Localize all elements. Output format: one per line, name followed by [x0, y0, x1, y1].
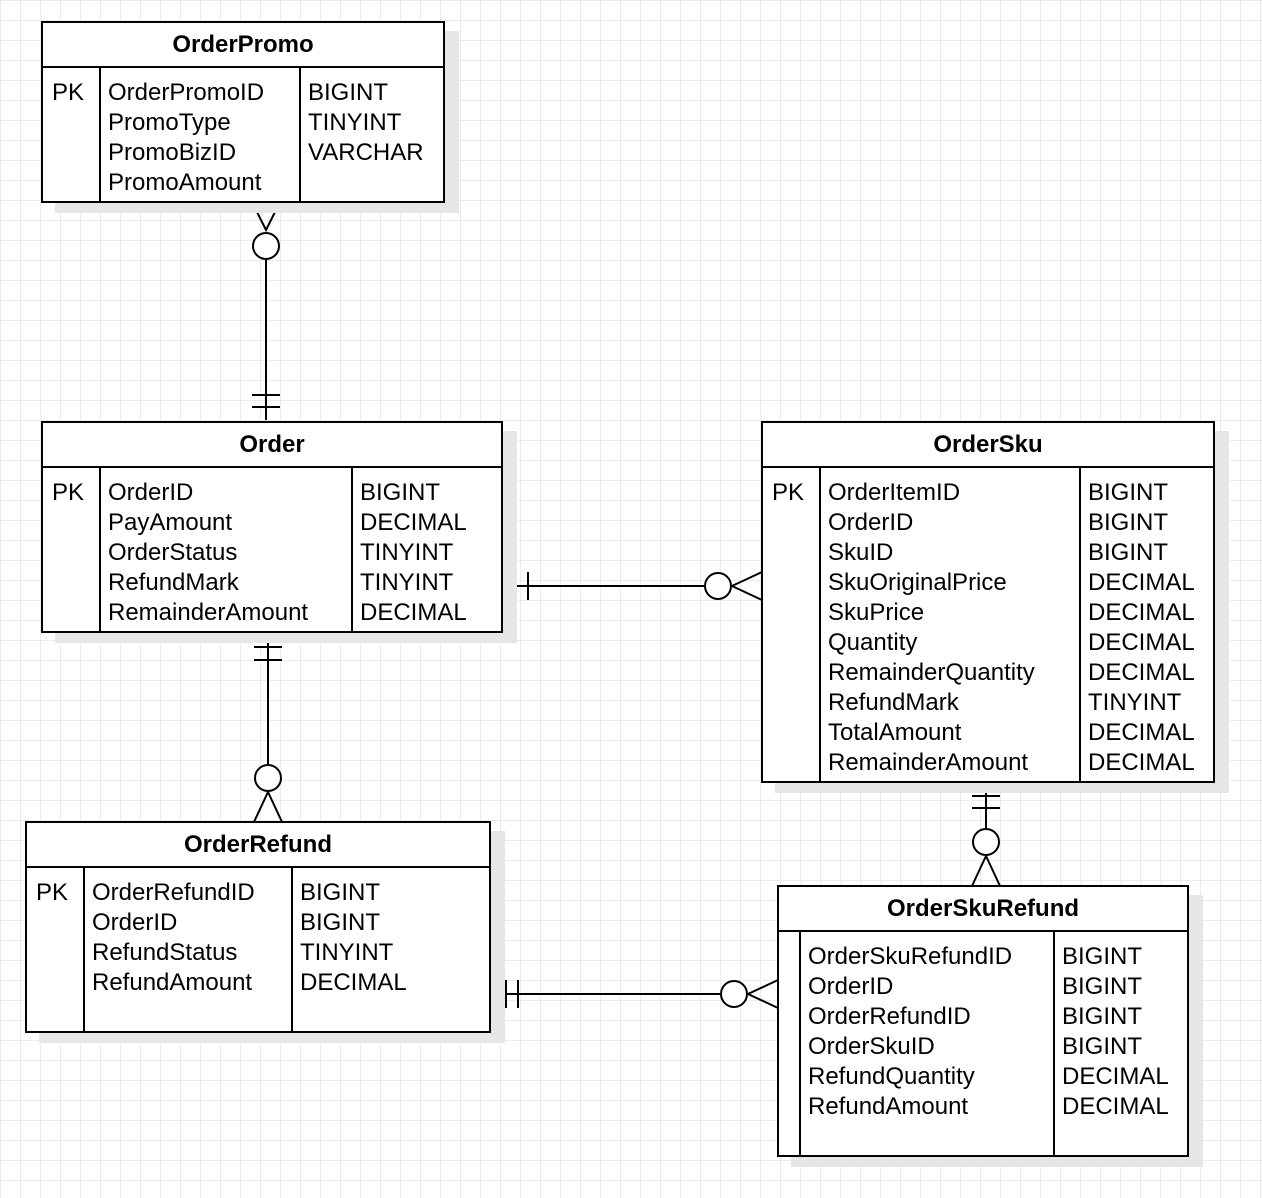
entity-order[interactable]: Order PK OrderID PayAmount OrderStatus R… [41, 421, 503, 633]
rel-orderrefund-orderskurefund [490, 979, 779, 1009]
field-name: RefundAmount [92, 969, 253, 996]
field-name: RemainderQuantity [828, 659, 1035, 686]
rel-order-ordersku [502, 571, 763, 601]
rel-order-orderrefund [253, 632, 283, 823]
field-name-column: OrderSkuRefundID OrderID OrderRefundID O… [799, 932, 1055, 1155]
field-type: BIGINT [360, 479, 441, 506]
field-type: DECIMAL [1088, 629, 1195, 656]
field-type: DECIMAL [360, 599, 467, 626]
field-type: TINYINT [300, 939, 394, 966]
entity-order-sku[interactable]: OrderSku PK OrderItemID OrderID SkuID Sk… [761, 421, 1215, 783]
field-name: RemainderAmount [108, 599, 309, 626]
field-name: OrderStatus [108, 539, 238, 566]
field-type: DECIMAL [1088, 749, 1195, 776]
field-name: Quantity [828, 629, 918, 656]
entity-title: OrderSkuRefund [779, 887, 1187, 932]
entity-title: OrderSku [763, 423, 1213, 468]
field-type: DECIMAL [1088, 599, 1195, 626]
field-name-column: OrderPromoID PromoType PromoBizID PromoA… [99, 68, 301, 201]
rel-order-promo [251, 201, 281, 420]
key-column [779, 932, 801, 1155]
field-type: DECIMAL [300, 969, 407, 996]
field-type: DECIMAL [1062, 1093, 1169, 1120]
field-name: RefundAmount [808, 1093, 969, 1120]
field-type: DECIMAL [360, 509, 467, 536]
field-name: OrderItemID [828, 479, 961, 506]
entity-title: Order [43, 423, 501, 468]
field-name: RemainderAmount [828, 749, 1029, 776]
field-name: SkuOriginalPrice [828, 569, 1007, 596]
key-column: PK [763, 468, 821, 781]
field-type-column: BIGINT TINYINT VARCHAR [299, 68, 443, 201]
entity-title: OrderPromo [43, 23, 443, 68]
field-name: OrderID [92, 909, 178, 936]
field-type-column: BIGINT BIGINT BIGINT DECIMAL DECIMAL DEC… [1079, 468, 1213, 781]
field-type: BIGINT [1088, 479, 1169, 506]
field-type: VARCHAR [308, 139, 424, 166]
field-type: DECIMAL [1088, 659, 1195, 686]
entity-order-refund[interactable]: OrderRefund PK OrderRefundID OrderID Ref… [25, 821, 491, 1033]
field-name: PromoBizID [108, 139, 237, 166]
field-name: SkuID [828, 539, 894, 566]
field-type: DECIMAL [1062, 1063, 1169, 1090]
field-type-column: BIGINT BIGINT TINYINT DECIMAL [291, 868, 489, 1031]
field-type: BIGINT [1062, 943, 1143, 970]
pk-label: PK [52, 479, 85, 506]
field-name: RefundQuantity [808, 1063, 975, 1090]
field-name: PayAmount [108, 509, 233, 536]
field-type: BIGINT [300, 909, 381, 936]
field-name: PromoAmount [108, 169, 262, 196]
rel-ordersku-orderskurefund [971, 782, 1001, 887]
field-type: BIGINT [1062, 973, 1143, 1000]
entity-order-promo[interactable]: OrderPromo PK OrderPromoID PromoType Pro… [41, 21, 445, 203]
field-type: DECIMAL [1088, 569, 1195, 596]
field-type-column: BIGINT DECIMAL TINYINT TINYINT DECIMAL [351, 468, 501, 631]
pk-label: PK [772, 479, 805, 506]
field-name: SkuPrice [828, 599, 925, 626]
field-type: TINYINT [308, 109, 402, 136]
field-name: OrderID [108, 479, 194, 506]
entity-title: OrderRefund [27, 823, 489, 868]
field-name: RefundMark [108, 569, 239, 596]
field-type: BIGINT [1062, 1033, 1143, 1060]
key-column: PK [27, 868, 85, 1031]
field-type: BIGINT [1062, 1003, 1143, 1030]
field-name: PromoType [108, 109, 231, 136]
field-name: RefundStatus [92, 939, 238, 966]
field-name: OrderPromoID [108, 79, 265, 106]
field-name: OrderRefundID [808, 1003, 971, 1030]
entity-order-sku-refund[interactable]: OrderSkuRefund OrderSkuRefundID OrderID … [777, 885, 1189, 1157]
field-name: RefundMark [828, 689, 959, 716]
pk-label: PK [52, 79, 85, 106]
field-type: TINYINT [360, 569, 454, 596]
pk-label: PK [36, 879, 69, 906]
field-name: OrderSkuID [808, 1033, 935, 1060]
key-column: PK [43, 468, 101, 631]
field-type: BIGINT [300, 879, 381, 906]
key-column: PK [43, 68, 101, 201]
field-name: OrderID [828, 509, 914, 536]
field-type: BIGINT [1088, 539, 1169, 566]
field-name: OrderSkuRefundID [808, 943, 1013, 970]
field-type: BIGINT [308, 79, 389, 106]
field-name: OrderRefundID [92, 879, 255, 906]
field-type: BIGINT [1088, 509, 1169, 536]
field-name: OrderID [808, 973, 894, 1000]
field-type: TINYINT [360, 539, 454, 566]
field-name-column: OrderRefundID OrderID RefundStatus Refun… [83, 868, 293, 1031]
field-name: TotalAmount [828, 719, 962, 746]
field-name-column: OrderItemID OrderID SkuID SkuOriginalPri… [819, 468, 1081, 781]
field-type-column: BIGINT BIGINT BIGINT BIGINT DECIMAL DECI… [1053, 932, 1187, 1155]
field-type: TINYINT [1088, 689, 1182, 716]
field-type: DECIMAL [1088, 719, 1195, 746]
field-name-column: OrderID PayAmount OrderStatus RefundMark… [99, 468, 353, 631]
